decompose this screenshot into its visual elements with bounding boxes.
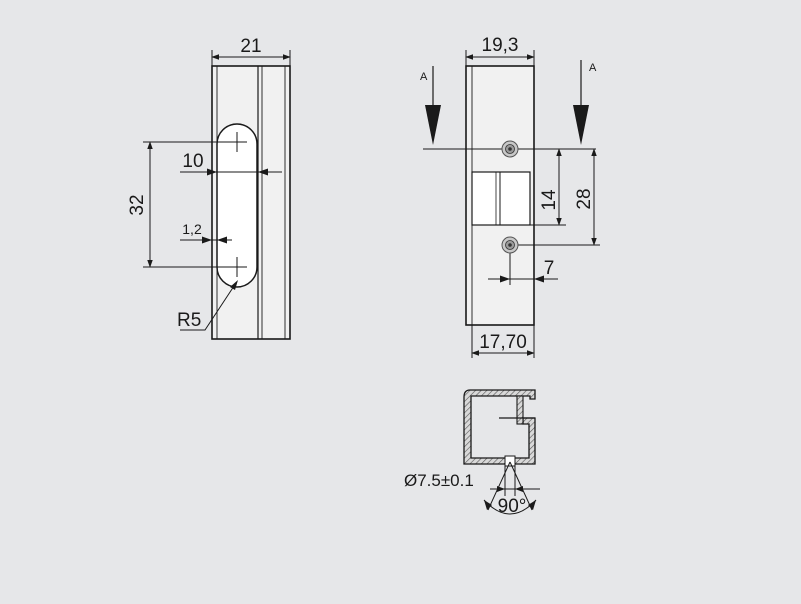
dim-17-70-label: 17,70: [479, 332, 527, 353]
dim-10-arrow-right: [258, 168, 268, 176]
section-arrow-right: [573, 60, 589, 145]
dim-7-arrow-right: [534, 275, 544, 283]
profile-dimensions: [483, 461, 540, 515]
hole-top: [501, 140, 519, 158]
dim-19-3-label: 19,3: [482, 35, 519, 56]
profile-section: [463, 389, 536, 467]
section-marker-right: A: [589, 62, 597, 74]
left-view: [143, 50, 291, 340]
dim-angle-arrow-left: [484, 500, 492, 510]
dim-21-label: 21: [240, 36, 261, 57]
hole-bottom: [501, 236, 519, 254]
section-arrow-left: [425, 66, 441, 145]
dim-1-2-label: 1,2: [182, 221, 202, 237]
dim-diameter-arrow-left: [497, 486, 505, 492]
dim-7-arrow-left: [500, 275, 510, 283]
right-window: [471, 171, 531, 226]
dim-14-label: 14: [539, 189, 560, 211]
dim-10-label: 10: [182, 151, 203, 172]
dim-angle-arrow-right: [528, 500, 536, 510]
section-marker-left: A: [420, 71, 428, 83]
dim-1-2-arrow-left: [202, 236, 212, 244]
dim-angle-label: 90°: [498, 496, 527, 517]
profile-outer: [463, 389, 536, 465]
dim-angle-leg-right: [509, 461, 533, 511]
left-slot: [216, 123, 258, 288]
dim-1-2-arrow-right: [217, 236, 227, 244]
dim-32-label: 32: [127, 194, 148, 215]
profile-hole: [504, 455, 516, 467]
right-view: [423, 50, 600, 358]
dim-r5-label: R5: [177, 310, 201, 331]
dim-diameter-arrow-right: [515, 486, 523, 492]
dim-r5-leader: [180, 282, 237, 331]
dim-28-label: 28: [574, 188, 595, 209]
dim-7-label: 7: [544, 258, 555, 279]
dim-diameter-label: Ø7.5±0.1: [404, 471, 474, 490]
dim-10-arrow-left: [207, 168, 217, 176]
dim-angle-leg-left: [487, 461, 511, 511]
dim-r5-arrow: [230, 280, 238, 290]
profile-lip: [516, 395, 524, 425]
